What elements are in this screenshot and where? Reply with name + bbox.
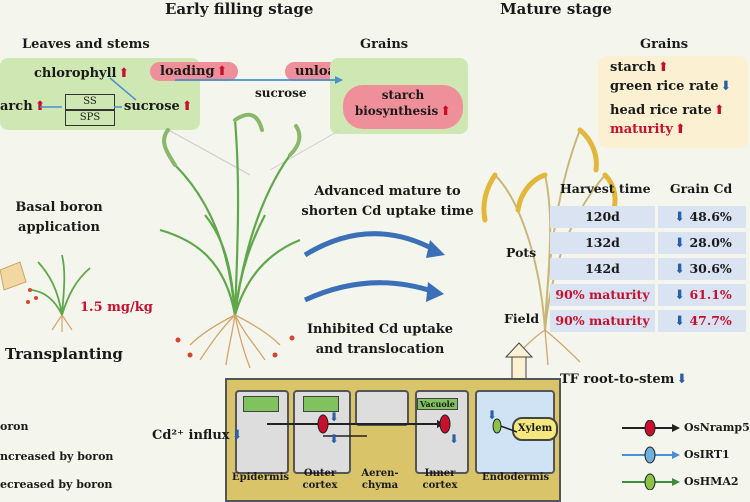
vacuole-label: Vacuole [417,398,458,410]
layer-aerenchyma: Aeren-chyma [361,468,399,491]
seedling-roots [51,314,73,332]
grain-item-starch: starch⬆ [610,60,669,75]
root-cross-section: Vacuole Xylem ⬇ ⬇ ⬇ ⬇ Epidermis Outer co… [225,378,561,502]
legend-left-2: ncreased by boron [0,450,114,463]
layer-inner-cortex: Inner cortex [422,468,458,491]
row-time-5: 90% maturity [550,310,655,332]
starch-biosynthesis-pill: starch biosynthesis⬆ [343,85,463,129]
down-arrow-3: ⬇ [449,432,460,446]
chlorophyll-label: chlorophyll⬆ [34,66,130,81]
legend-right-icons [622,420,680,490]
row-time-1: 120d [550,206,655,228]
row-time-3: 142d [550,258,655,280]
group-pots: Pots [506,245,537,260]
row-time-2: 132d [550,232,655,254]
root-transport-arrows [267,414,518,437]
row-cd-2: ⬇ 28.0% [658,232,746,254]
roots-early [189,314,281,369]
sucrose-leaf-label: sucrose⬆ [124,99,193,114]
curved-arrow-top [303,231,437,258]
harvest-table: Harvest time Grain Cd Pots Field 120d ⬇ … [498,178,748,340]
fertilizer-bag-icon [0,261,27,291]
zoom-line [164,127,251,176]
header-harvest-time: Harvest time [560,181,651,196]
basal-boron-label: Basal boron application [15,200,103,235]
transplanting-label: Transplanting [5,345,123,363]
down-arrow-1: ⬇ [329,410,340,424]
rice-panicle-early [162,112,302,167]
mature-stage-title: Mature stage [500,0,612,18]
down-arrow-4: ⬇ [487,408,498,422]
group-field: Field [504,311,540,326]
row-cd-5: ⬇ 47.7% [658,310,746,332]
row-cd-3: ⬇ 30.6% [658,258,746,280]
legend-left-1: oron [0,420,29,433]
legend-left-3: ecreased by boron [0,478,113,491]
legend-osirt1: OsIRT1 [684,448,730,461]
legend-oshma2: OsHMA2 [684,475,739,488]
leaves-stems-title: Leaves and stems [22,37,150,52]
advanced-mature-text: Advanced mature to shorten Cd uptake tim… [301,184,474,219]
row-time-4: 90% maturity [550,284,655,306]
boron-dose: 1.5 mg/kg [80,300,153,315]
header-grain-cd: Grain Cd [670,181,733,196]
chlorophyll-arrow [109,77,137,101]
grain-item-maturity: maturity⬆ [610,122,686,137]
legend-osnramp5: OsNramp5 [684,421,750,434]
xylem-label: Xylem [512,417,558,441]
sucrose-transport-label: sucrose [255,86,307,100]
inhibited-uptake-text: Inhibited Cd uptake and translocation [306,322,454,357]
down-arrow-2: ⬇ [329,432,340,446]
row-cd-1: ⬇ 48.6% [658,206,746,228]
tf-root-stem: TF root-to-stem⬇ [560,372,688,387]
layer-endodermis: Endodermis [482,472,550,483]
seedling [31,254,91,316]
curved-arrow-bottom [303,280,436,303]
cd-influx-label: Cd²⁺ influx⬇ [152,428,243,443]
layer-epidermis: Epidermis [232,472,290,483]
early-stage-title: Early filling stage [165,0,314,18]
grains-early-title: Grains [360,37,409,52]
grain-item-green-rice: green rice rate⬇ [610,79,732,94]
grains-mature-title: Grains [640,37,689,52]
grain-item-head-rice: head rice rate⬆ [610,103,725,118]
row-cd-4: ⬇ 61.1% [658,284,746,306]
chloroplast-1 [243,396,279,412]
grains-mature-box [598,56,748,148]
rice-plant-early [159,119,301,316]
layer-outer-cortex: Outer cortex [302,468,338,491]
ss-enzyme: SS [65,94,115,110]
chloroplast-2 [303,396,339,412]
sps-enzyme: SPS [65,110,115,126]
loading-pill: loading⬆ [150,62,238,81]
